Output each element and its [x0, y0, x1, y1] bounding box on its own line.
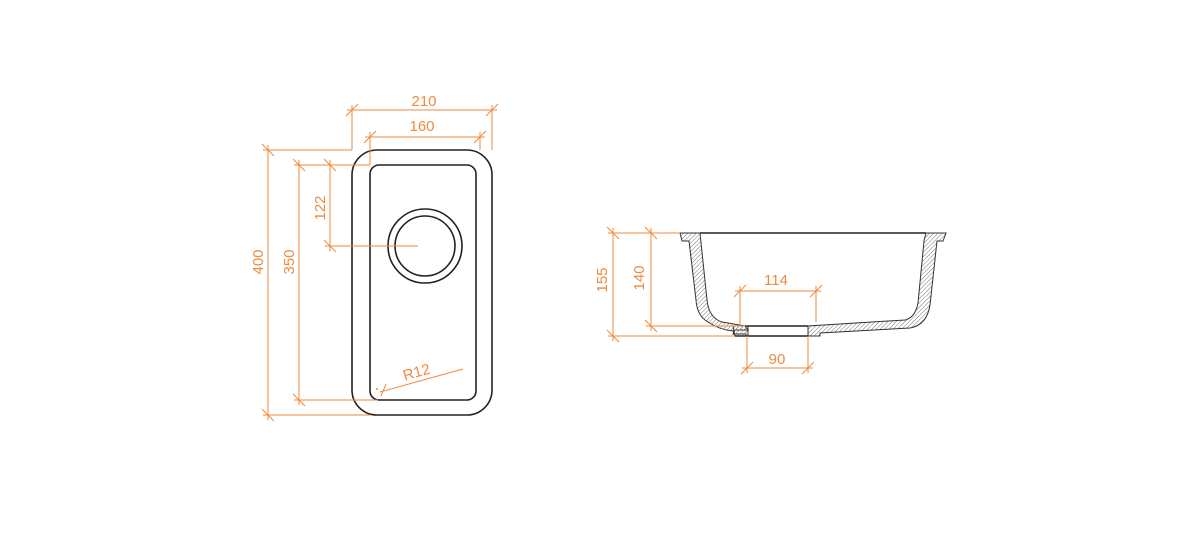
dim-350: 350: [281, 158, 378, 407]
dim-label-350: 350: [281, 249, 298, 274]
dim-label-155: 155: [594, 267, 611, 292]
dim-140: 140: [631, 226, 745, 333]
drain-left-section: [732, 325, 749, 337]
dim-114: 114: [733, 272, 823, 326]
dim-label-r12: R12: [401, 361, 432, 385]
dim-label-400: 400: [250, 249, 267, 274]
dim-label-122: 122: [312, 195, 329, 220]
side-view: 155 140 114 90: [594, 226, 947, 375]
left-wall-section: [679, 232, 749, 337]
top-view: 210 160 400 350 122 R12: [250, 93, 499, 422]
sink-inner-outline: [369, 164, 477, 401]
dim-label-160: 160: [409, 118, 434, 135]
sink-outer-outline: [351, 149, 493, 416]
dim-label-90: 90: [769, 351, 786, 368]
dim-122: 122: [312, 158, 418, 253]
dim-160: 160: [363, 118, 487, 165]
dim-label-210: 210: [411, 93, 436, 110]
dim-r12: R12: [376, 361, 464, 397]
dim-label-114: 114: [764, 272, 788, 289]
dim-400: 400: [250, 143, 370, 422]
dim-155: 155: [594, 226, 735, 343]
right-wall-section: [807, 232, 947, 337]
dim-label-140: 140: [631, 265, 648, 290]
dim-210: 210: [345, 93, 499, 150]
dim-90: 90: [740, 336, 815, 375]
